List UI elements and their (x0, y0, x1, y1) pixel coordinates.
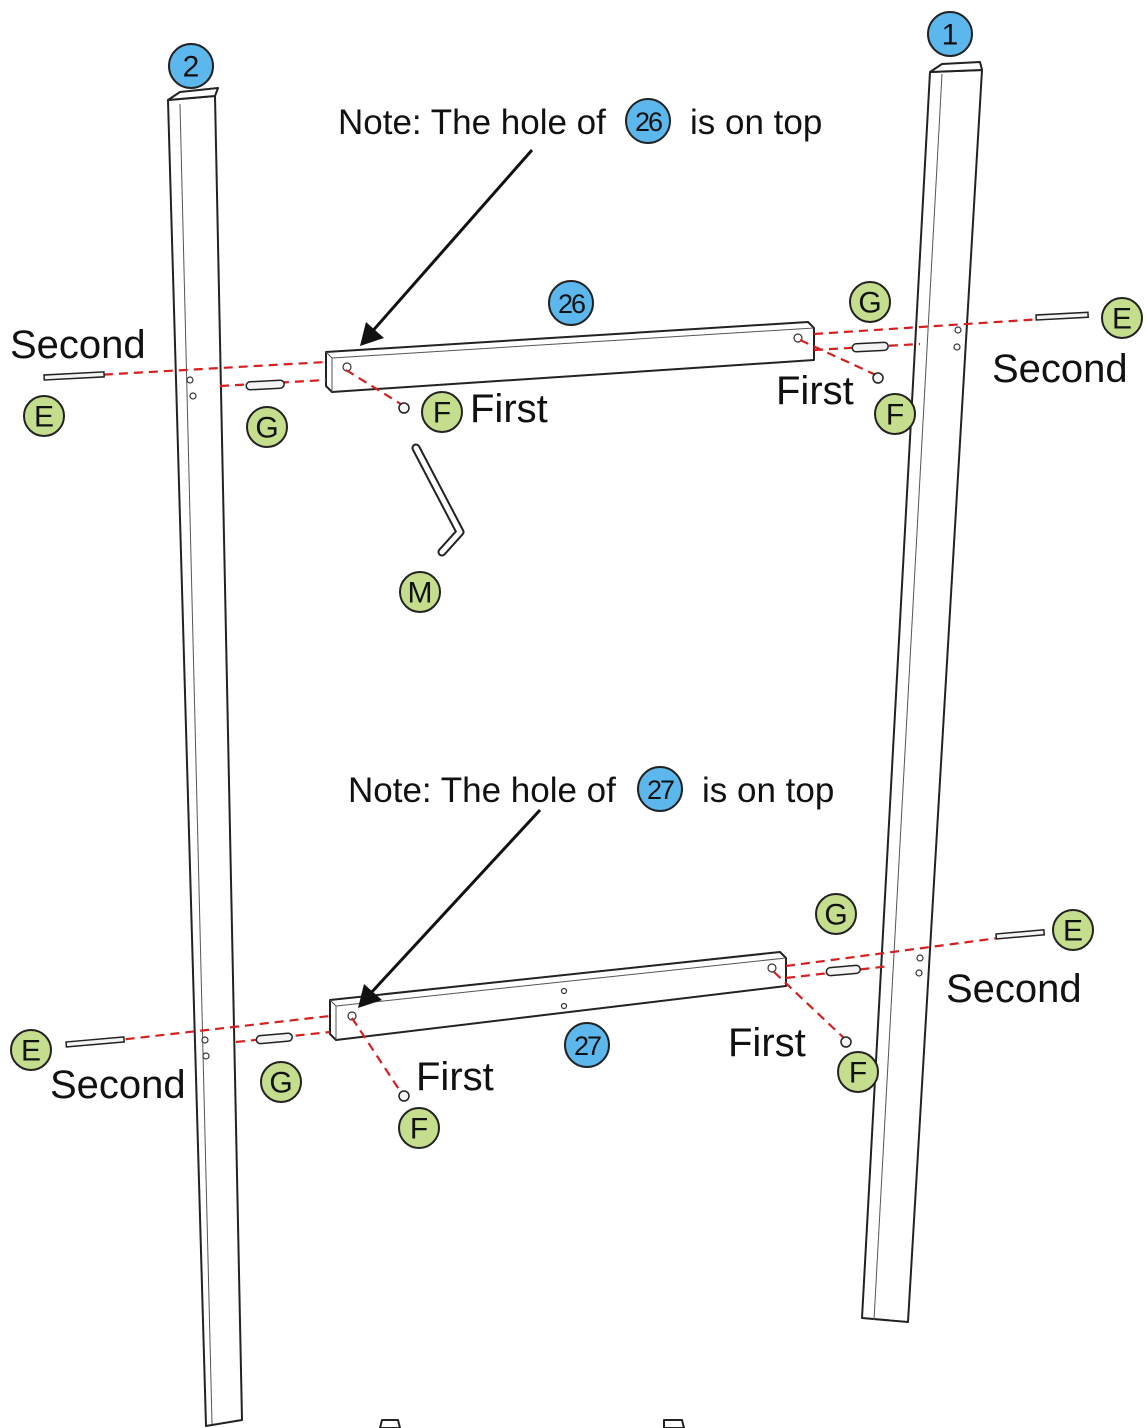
rail-26 (325, 321, 815, 393)
nut-icon (398, 1090, 410, 1102)
dowel-icon (851, 341, 889, 353)
badge-bolt-label: E (1063, 915, 1083, 948)
badge-bolt-label: E (21, 1035, 41, 1068)
badge-post-1: 1 (927, 11, 973, 57)
badge-bolt-e: E (1101, 297, 1143, 339)
step-label-second: Second (992, 347, 1128, 391)
badge-rail-27: 27 (564, 1022, 610, 1068)
badge-rail-27-label: 27 (574, 1031, 601, 1061)
nut-icon (840, 1036, 852, 1048)
note-top-suffix: is on top (690, 103, 822, 142)
dowel-icon (245, 379, 285, 391)
post-1 (861, 61, 983, 1323)
step-label-first: First (728, 1021, 806, 1065)
badge-bolt-e: E (23, 395, 65, 437)
badge-dowel-label: G (255, 412, 278, 445)
badge-dowel-label: G (824, 899, 847, 932)
badge-nut-label: F (849, 1057, 867, 1090)
nut-icon (398, 402, 410, 414)
hardware-bottom (65, 929, 1046, 1102)
badge-nut-f: F (874, 393, 916, 435)
hardware-badges: E G F M G E F G (10, 281, 1143, 1149)
badge-nut-f: F (398, 1107, 440, 1149)
bolt-icon (1035, 311, 1089, 321)
step-label-second: Second (10, 323, 146, 367)
nut-icon (872, 372, 884, 384)
cropped-parts-bottom (379, 1419, 685, 1428)
bolt-icon (65, 1036, 126, 1048)
step-label-first: First (470, 387, 548, 431)
step-label-second: Second (50, 1063, 186, 1107)
badge-dowel-label: G (858, 287, 881, 320)
badge-nut-label: F (410, 1113, 428, 1146)
step-label-first: First (416, 1055, 494, 1099)
badge-nut-label: F (433, 397, 451, 430)
note-bottom-part-label: 27 (647, 775, 674, 805)
badge-post-2: 2 (168, 43, 214, 89)
badge-nut-f: F (421, 391, 463, 433)
note-bottom-suffix: is on top (702, 771, 834, 810)
bolt-icon (43, 371, 105, 381)
badge-rail-26: 26 (548, 280, 594, 326)
note-bottom: Note: The hole of 27 is on top (348, 766, 834, 812)
badge-dowel-g: G (849, 281, 891, 323)
allen-wrench-icon (411, 443, 465, 557)
note-bottom-prefix: Note: The hole of (348, 771, 616, 810)
dowel-icon (825, 964, 861, 977)
note-top: Note: The hole of 26 is on top (338, 98, 822, 144)
badge-rail-26-label: 26 (558, 289, 585, 319)
step-label-first: First (776, 369, 854, 413)
badge-wrench-m: M (399, 571, 441, 613)
badge-dowel-g: G (815, 893, 857, 935)
step-label-second: Second (946, 967, 1082, 1011)
note-arrow-bottom (358, 808, 542, 1008)
post-2 (167, 87, 243, 1427)
badge-post-2-label: 2 (183, 51, 200, 84)
bolt-icon (995, 929, 1046, 940)
badge-nut-f: F (837, 1051, 879, 1093)
badge-bolt-e: E (1052, 909, 1094, 951)
note-top-prefix: Note: The hole of (338, 103, 606, 142)
badge-dowel-g: G (260, 1061, 302, 1103)
hardware-top (43, 311, 1089, 414)
badge-bolt-label: E (34, 401, 54, 434)
badge-bolt-e: E (10, 1029, 52, 1071)
dowel-icon (255, 1032, 293, 1045)
badge-nut-label: F (886, 399, 904, 432)
badge-bolt-label: E (1112, 303, 1132, 336)
badge-dowel-label: G (269, 1067, 292, 1100)
note-arrow-top (360, 149, 534, 346)
badge-dowel-g: G (246, 406, 288, 448)
note-top-part-label: 26 (635, 107, 662, 137)
badge-post-1-label: 1 (942, 19, 959, 52)
badge-wrench-label: M (408, 577, 433, 610)
